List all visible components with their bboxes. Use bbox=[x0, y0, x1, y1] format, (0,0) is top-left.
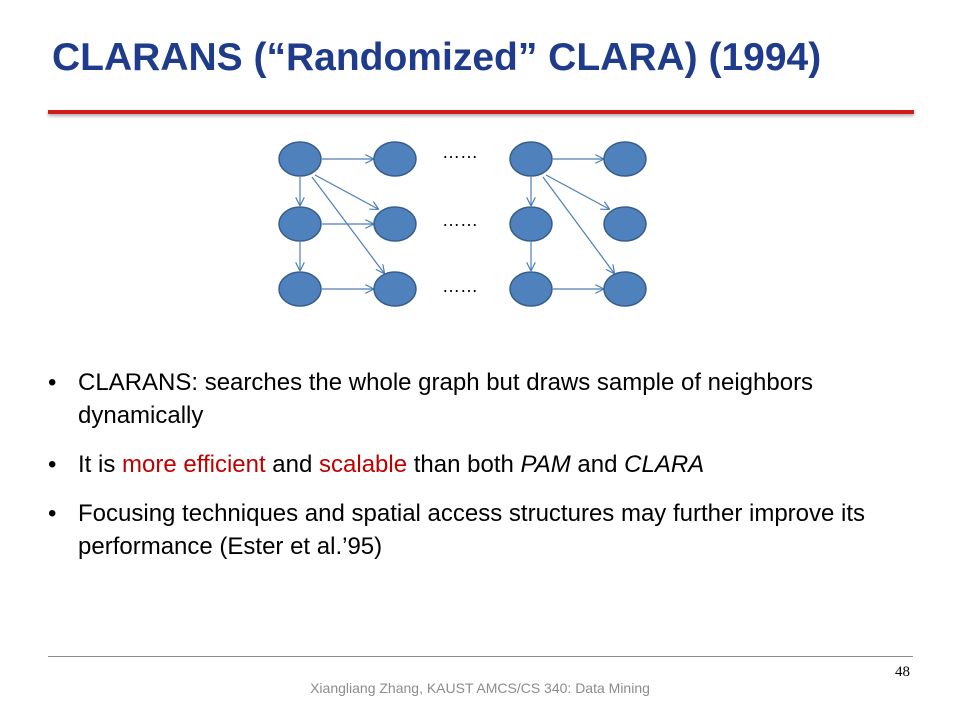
right-graph-edges bbox=[531, 159, 614, 289]
ellipsis-row-1: …… bbox=[442, 142, 478, 162]
bullet-text: CLARANS: searches the whole graph but dr… bbox=[78, 369, 814, 429]
emphasis-efficient: more efficient bbox=[122, 451, 266, 478]
bullet-list: CLARANS: searches the whole graph but dr… bbox=[48, 366, 918, 579]
neighbor-graph-diagram: …… …… …… bbox=[278, 141, 647, 307]
italic-clara: CLARA bbox=[624, 451, 705, 478]
right-graph-nodes bbox=[509, 141, 647, 307]
graph-node bbox=[509, 271, 553, 307]
bullet-item: Focusing techniques and spatial access s… bbox=[48, 497, 918, 563]
title-underline bbox=[48, 110, 914, 114]
ellipsis-row-2: …… bbox=[442, 210, 478, 230]
edge bbox=[311, 176, 384, 273]
graph-node bbox=[278, 141, 322, 177]
edge bbox=[314, 174, 378, 209]
bullet-item: It is more efficient and scalable than b… bbox=[48, 448, 918, 481]
bullet-text-segment: than both bbox=[407, 451, 521, 478]
ellipsis-row-3: …… bbox=[442, 276, 478, 296]
emphasis-scalable: scalable bbox=[319, 451, 408, 478]
italic-pam: PAM bbox=[520, 451, 571, 478]
bullet-text-segment: It is bbox=[78, 451, 123, 478]
graph-node bbox=[373, 206, 417, 242]
graph-node bbox=[373, 141, 417, 177]
bullet-text: Focusing techniques and spatial access s… bbox=[78, 500, 866, 560]
graph-node bbox=[603, 271, 647, 307]
graph-node bbox=[603, 206, 647, 242]
graph-node bbox=[278, 206, 322, 242]
page-number: 48 bbox=[895, 664, 910, 680]
bullet-text-segment: and bbox=[265, 451, 320, 478]
slide-title: CLARANS (“Randomized” CLARA) (1994) bbox=[52, 36, 822, 79]
graph-node bbox=[603, 141, 647, 177]
left-graph-edges bbox=[300, 159, 384, 289]
bullet-item: CLARANS: searches the whole graph but dr… bbox=[48, 366, 918, 432]
graph-node bbox=[509, 206, 553, 242]
left-graph-nodes bbox=[278, 141, 417, 307]
bullet-text-segment: and bbox=[570, 451, 625, 478]
footer-divider bbox=[48, 656, 913, 657]
graph-node bbox=[278, 271, 322, 307]
graph-node bbox=[509, 141, 553, 177]
footer-credit: Xiangliang Zhang, KAUST AMCS/CS 340: Dat… bbox=[310, 680, 650, 696]
edge bbox=[545, 174, 609, 209]
edge bbox=[542, 176, 614, 273]
graph-node bbox=[373, 271, 417, 307]
